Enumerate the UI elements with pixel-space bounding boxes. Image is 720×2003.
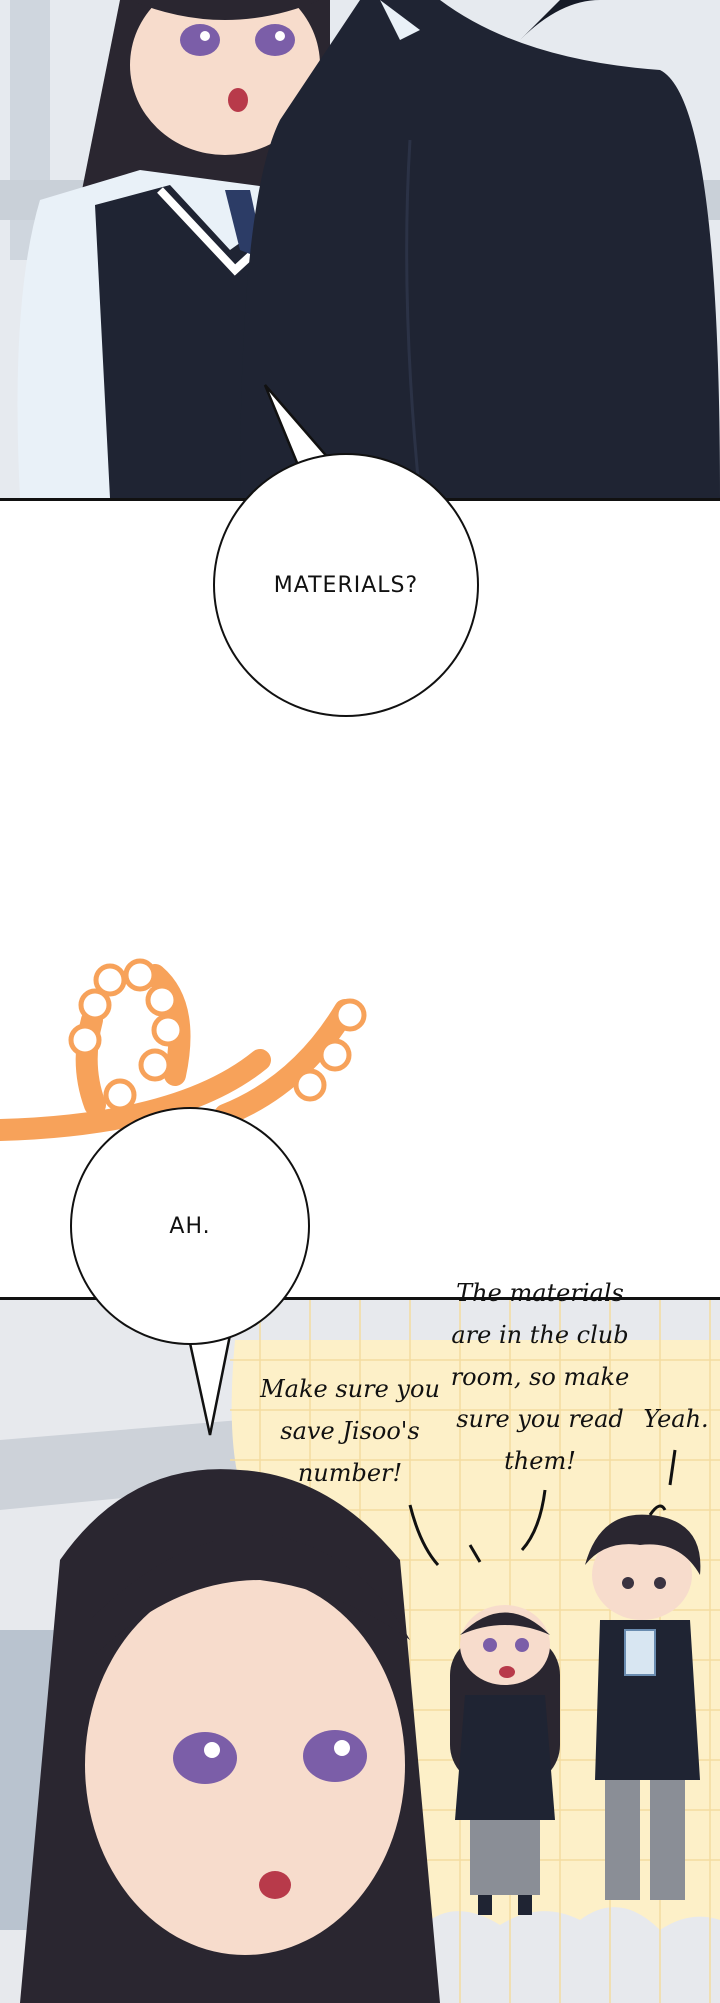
chibi-left-line: number! (297, 1459, 403, 1487)
ah-speech-bubble: AH. (70, 1107, 310, 1345)
big-girl-mouth (259, 1871, 291, 1899)
big-girl-face (85, 1575, 405, 1955)
materials-text: MATERIALS? (273, 572, 419, 598)
chibi-boy (585, 1514, 701, 1900)
chibi-middle-line: are in the club (451, 1321, 629, 1349)
ah-text: AH. (169, 1213, 211, 1239)
chibi-middle-line: room, so make (450, 1363, 630, 1391)
chibi-left-line: Make sure you (260, 1375, 440, 1403)
big-girl-right-eye (303, 1730, 367, 1782)
chibi-right-dialogue: Yeah. (638, 1398, 714, 1440)
man-suit (240, 0, 720, 498)
materials-speech-bubble: MATERIALS? (213, 453, 479, 717)
girl-left-eye (180, 24, 220, 56)
panel-top-art (0, 0, 720, 498)
chibi-middle-line: The materials (456, 1279, 624, 1307)
girl-right-eye (255, 24, 295, 56)
chibi-middle-line: them! (504, 1447, 576, 1475)
panel-bottom (0, 1297, 720, 2003)
chibi-left-dialogue: Make sure you save Jisoo's number! (255, 1368, 445, 1494)
chibi-middle-dialogue: The materials are in the club room, so m… (445, 1272, 635, 1482)
panel-top (0, 0, 720, 501)
orange-sfx (0, 958, 367, 1141)
chibi-middle-line: sure you read (456, 1405, 624, 1433)
big-girl-left-eye (173, 1732, 237, 1784)
chibi-girl (450, 1605, 560, 1915)
girl-mouth (228, 88, 248, 112)
panel-bottom-art (0, 1300, 720, 2003)
chibi-right-line: Yeah. (643, 1405, 709, 1433)
chibi-left-line: save Jisoo's (280, 1417, 420, 1445)
